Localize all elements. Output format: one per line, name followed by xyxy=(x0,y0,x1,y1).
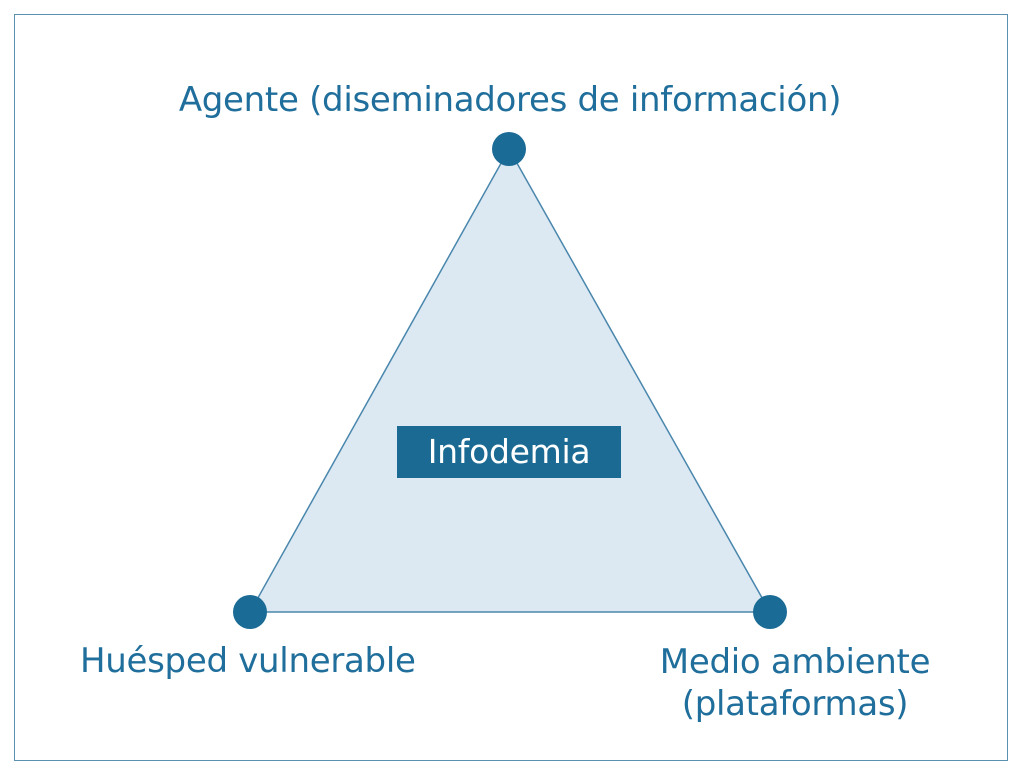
vertex-label-agent: Agente (diseminadores de información) xyxy=(178,80,842,120)
center-label-infodemia: Infodemia xyxy=(397,426,621,478)
triangle-shape xyxy=(249,148,771,613)
vertex-label-environment-line1: Medio ambiente xyxy=(659,642,931,682)
node-top xyxy=(492,132,526,166)
node-bottom-right xyxy=(753,595,787,629)
vertex-label-environment: Medio ambiente (plataformas) xyxy=(640,641,950,725)
node-bottom-left xyxy=(233,595,267,629)
vertex-label-host: Huésped vulnerable xyxy=(80,641,416,681)
vertex-label-environment-line2: (plataformas) xyxy=(681,684,909,724)
